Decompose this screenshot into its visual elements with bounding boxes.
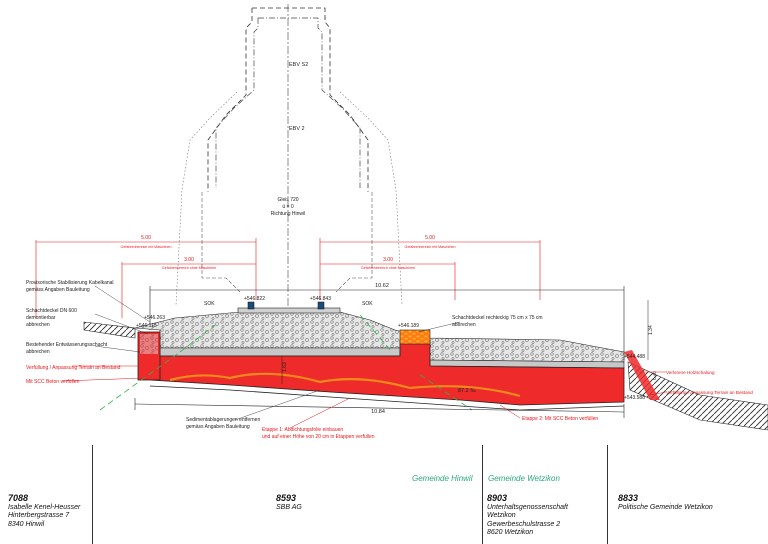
gefahr-mit-right: Gefahrenbereich mit Maschinen <box>405 245 456 249</box>
dim-500-left: 5.00 <box>141 235 151 241</box>
leader-lines <box>94 285 461 421</box>
elev-546189: +546.189 <box>398 323 419 329</box>
clearance-outer-dotted <box>175 91 403 306</box>
richtung-label: Richtung Hinwil <box>271 211 305 217</box>
shaft-right <box>399 329 431 345</box>
anno-verfuellung-right: Verfüllung / Anpassung Terrain an Bestan… <box>666 390 753 395</box>
excavation-lines <box>99 314 473 411</box>
ebv-s2-label: EBV S2 <box>289 62 308 68</box>
gleis-label: Gleis 720 <box>277 197 298 203</box>
anno-stabilisierung-1: Provisorische Stabilisierung Kabelkanal <box>26 280 114 286</box>
owner-number: 7088 <box>8 493 29 503</box>
anno-etappe-1-2: und auf einer Höhe von 20 cm in Etappen … <box>262 434 375 440</box>
vehicle-outline <box>201 192 373 293</box>
slope-label: 87.2 ‰ <box>458 388 476 394</box>
anno-schachtdeckel-3: abbrechen <box>26 322 50 328</box>
owner-number: 8593 <box>276 493 297 503</box>
anno-schachtdeckel-1: Schachtdeckel DN 600 <box>26 308 77 314</box>
anno-entwaesserung-2: abbrechen <box>26 349 50 355</box>
rail-left <box>247 301 255 310</box>
gefahr-ohne-left: Gefahrenbereich ohne Maschinen <box>162 266 216 270</box>
sleeper <box>237 307 341 314</box>
anno-etappe-2: Etappe 2: Mit SCC Beton verfüllen <box>522 416 598 422</box>
gemeinde-wetzikon: Gemeinde Wetzikon <box>488 474 560 483</box>
ueberhoehung-label: ü = 0 <box>282 204 293 210</box>
anno-sediment-1: Sedimentablagerungen entfernen <box>186 417 260 423</box>
soil-left <box>83 321 136 339</box>
owner-line: Hinterbergstrasse 7 <box>8 512 70 519</box>
owner-line: Wetzikon <box>487 512 516 519</box>
sok-left: SOK <box>204 301 215 307</box>
dim-040-label: 0.40 <box>652 371 657 380</box>
owner-line: Gewerbeschulstrasse 2 <box>487 520 561 528</box>
anno-holzschalung: Verlorene Holzschalung <box>666 370 715 375</box>
elev-543588: +543.588 <box>624 395 645 401</box>
owner-number: 8903 <box>487 493 508 503</box>
clearance-profile-ebv-2 <box>215 17 361 188</box>
elev-546115: +546.115 <box>136 323 157 329</box>
owner-line: 8620 Wetzikon <box>487 529 534 536</box>
clearance-profile-ebv-s2 <box>207 7 369 192</box>
sediment-bands <box>169 372 521 398</box>
anno-schachtdeckel-rect-2: abbrechen <box>452 322 476 328</box>
owner-line: SBB AG <box>276 503 302 511</box>
owner-8903: 8903 Unterhaltsgenossenschaft Wetzikon G… <box>487 494 568 538</box>
gefahr-mit-left: Gefahrenbereich mit Maschinen <box>121 245 172 249</box>
leader-lines-red <box>61 365 667 429</box>
owner-line: Isabelle Kenel-Heusser <box>8 503 81 511</box>
boundary-line-3 <box>607 445 608 544</box>
anno-schachtdeckel-rect-1: Schachtdeckel rechteckig 75 cm x 75 cm <box>452 315 543 321</box>
elev-546263: +546.263 <box>144 315 165 321</box>
gemeinde-hinwil: Gemeinde Hinwil <box>412 474 473 483</box>
boundary-line-2 <box>482 445 483 544</box>
gefahr-ohne-right: Gefahrenbereich ohne Maschinen <box>361 266 415 270</box>
owner-7088: 7088 Isabelle Kenel-Heusser Hinterbergst… <box>8 494 80 529</box>
anno-stabilisierung-2: gemäss Angaben Bauleitung <box>26 287 90 293</box>
dim-line-1062 <box>149 286 625 360</box>
owner-number: 8833 <box>618 493 639 503</box>
elev-546843: +546.843 <box>310 296 331 302</box>
anno-scc-left: Mit SCC Beton verfüllen <box>26 379 80 385</box>
right-backfill <box>624 350 660 400</box>
shaft-left-grid <box>140 334 158 354</box>
ebv-2-label: EBV 2 <box>289 126 305 132</box>
anno-entwaesserung-1: Bestehender Entwässerungsschacht <box>26 342 108 348</box>
dim-163-label: 1.63 <box>282 362 288 372</box>
owner-line: Politische Gemeinde Wetzikon <box>618 503 713 511</box>
dim-1084-label: 10.84 <box>371 409 385 415</box>
dim-300-right: 3.00 <box>383 257 393 263</box>
anno-verfuellung-left: Verfüllung / Anpassung Terrain an Bestan… <box>26 365 121 371</box>
anno-sediment-2: gemäss Angaben Bauleitung <box>186 424 250 430</box>
dim-line-1084 <box>134 398 625 418</box>
elev-546822: +546.822 <box>244 296 265 302</box>
boundary-line-1 <box>92 445 93 544</box>
dim-134-label: 1.34 <box>648 325 654 335</box>
anno-etappe-1-1: Etappe 1: Abdichtungsfolie einbauen <box>262 427 343 433</box>
sok-right: SOK <box>362 301 373 307</box>
dim-1062-label: 10.62 <box>375 283 389 289</box>
elev-546488: +544.488 <box>624 354 645 360</box>
owner-8833: 8833 Politische Gemeinde Wetzikon <box>618 494 713 512</box>
rail-right <box>317 301 325 310</box>
owner-8593: 8593 SBB AG <box>276 494 302 512</box>
dim-500-right: 5.00 <box>425 235 435 241</box>
dim-300-left: 3.00 <box>184 257 194 263</box>
owner-line: 8340 Hinwil <box>8 520 45 528</box>
anno-schachtdeckel-2: demontierbar <box>26 315 56 321</box>
slab-left <box>159 347 401 357</box>
soil-right <box>627 361 768 431</box>
owner-line: Unterhaltsgenossenschaft <box>487 503 568 511</box>
danger-zones <box>35 238 541 318</box>
base-line <box>149 385 625 411</box>
